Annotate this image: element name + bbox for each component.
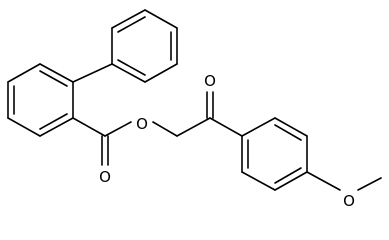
methoxy-group (306, 171, 382, 191)
svg-text:O: O (204, 72, 216, 90)
phenyl-ring-top (111, 9, 178, 83)
ester-group (72, 117, 178, 166)
ketone-group (176, 91, 243, 137)
svg-text:O: O (99, 168, 111, 186)
biaryl-bond (72, 63, 113, 83)
methoxyphenyl-ring (241, 117, 308, 191)
atom-label-carbonyl-o: O (202, 71, 218, 90)
atom-label-methoxy-o: O (341, 191, 357, 210)
molecule-drawing: O O O O (7, 9, 382, 210)
atom-label-ester-carbonyl-o: O (97, 167, 113, 186)
structure-diagram: O O O O (7, 9, 382, 210)
svg-text:O: O (136, 115, 148, 133)
svg-text:O: O (343, 192, 355, 210)
benzene-ring-middle (7, 63, 74, 137)
atom-label-ester-o: O (134, 114, 150, 133)
